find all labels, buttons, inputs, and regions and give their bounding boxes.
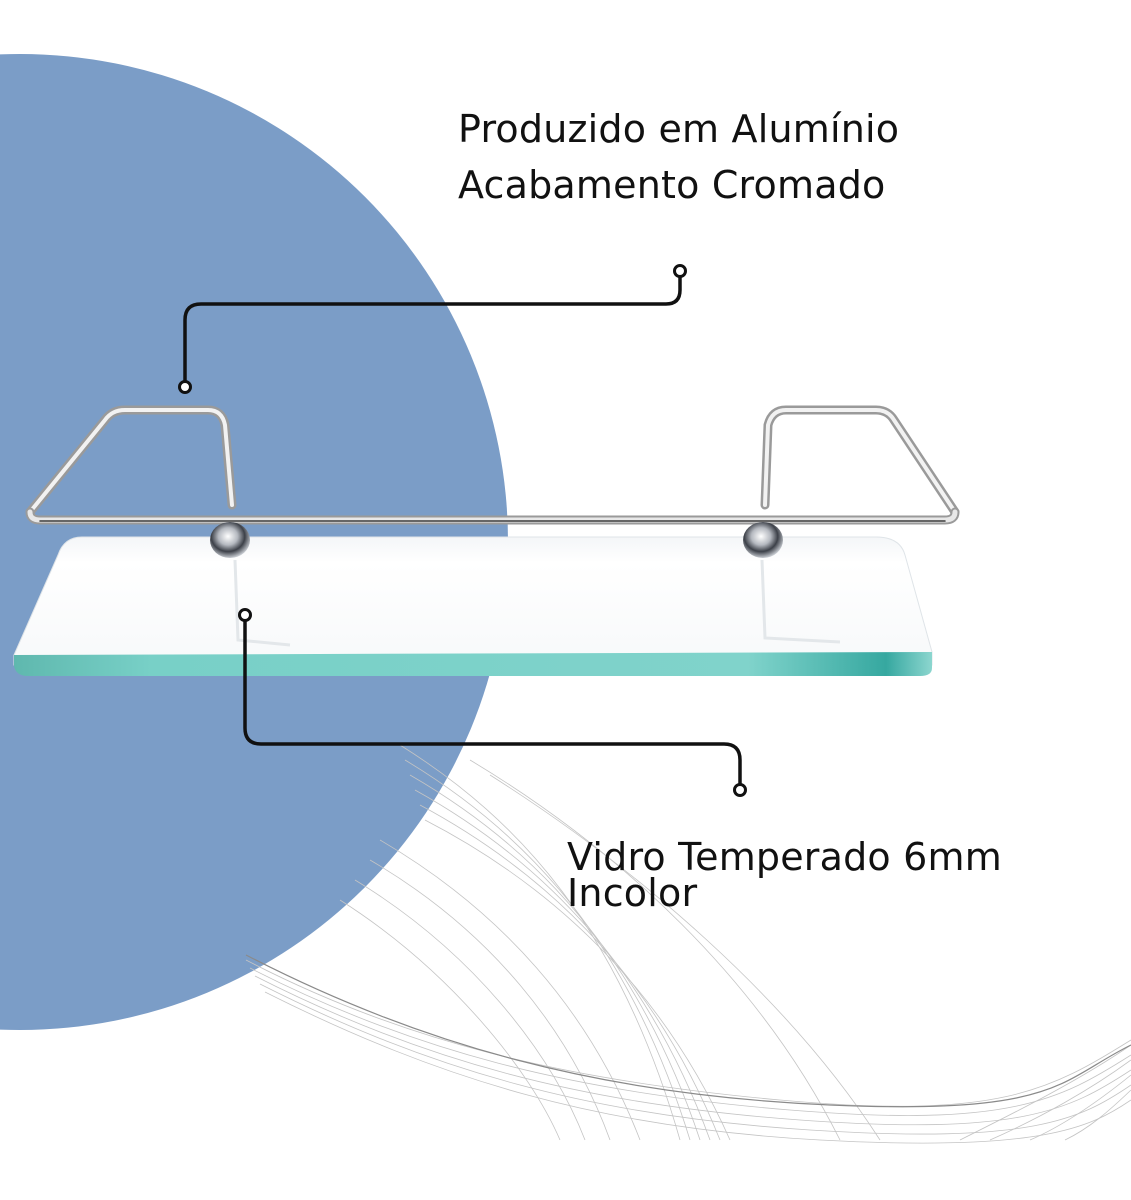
glass-color-text: Incolor: [567, 871, 698, 915]
glass-shelf: [13, 536, 933, 676]
glass-type-text: Vidro Temperado 6mm: [567, 835, 1002, 879]
right-mount-knob: [743, 522, 783, 558]
callout-dot-frame-start: [178, 380, 192, 394]
chrome-rail: [25, 405, 960, 525]
frame-finish-text: Acabamento Cromado: [458, 163, 886, 207]
callout-label-glass: Vidro Temperado 6mm Incolor: [567, 838, 1002, 912]
left-mount-knob: [210, 522, 250, 558]
callout-line-frame: [183, 275, 682, 383]
callout-line-glass: [243, 619, 742, 786]
callout-dot-glass-start: [238, 608, 252, 622]
frame-material-text: Produzido em Alumínio: [458, 107, 900, 151]
wave-main-line: [245, 954, 1131, 1108]
callout-dot-glass-end: [733, 783, 747, 797]
callout-dot-frame-end: [673, 264, 687, 278]
wave-lines-decoration: [245, 744, 1131, 1144]
callout-label-frame: Produzido em Alumínio Acabamento Cromado: [458, 110, 899, 222]
